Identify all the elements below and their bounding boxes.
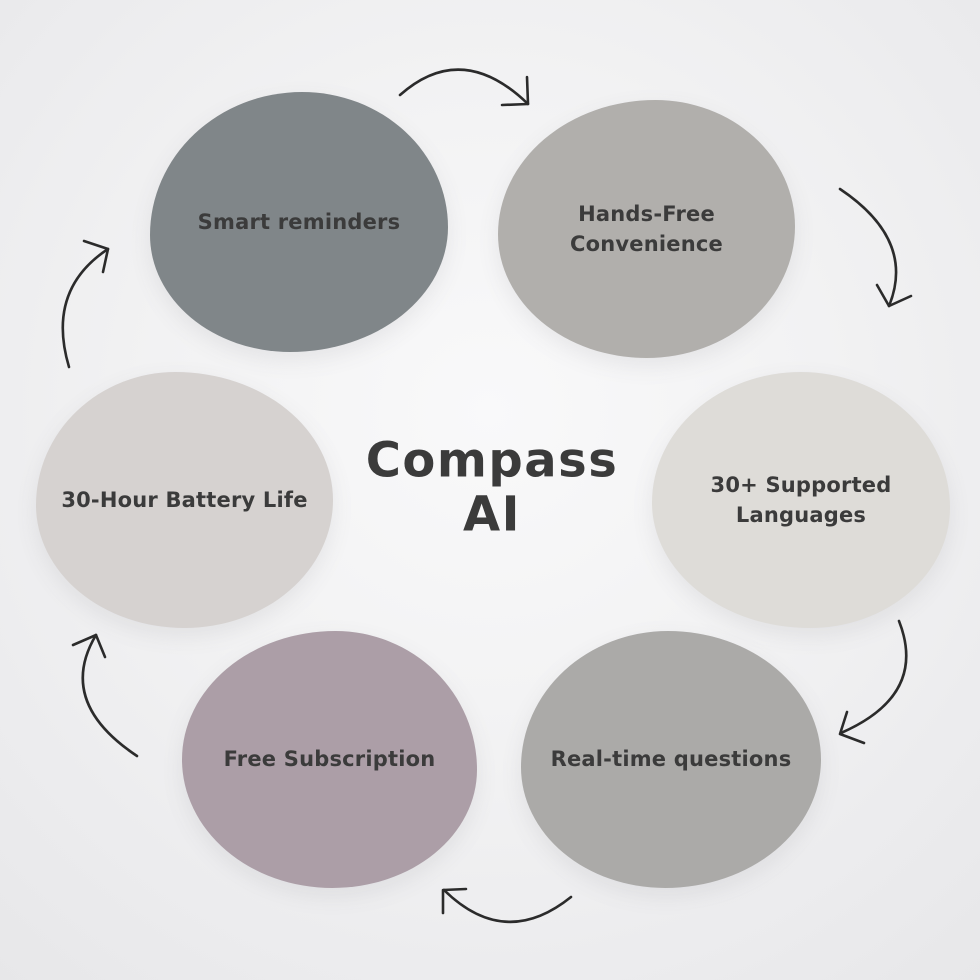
- node-label: 30-Hour Battery Life: [61, 487, 308, 512]
- node-battery-life: 30-Hour Battery Life: [36, 372, 333, 628]
- node-real-time-questions: Real-time questions: [521, 631, 821, 888]
- node-hands-free-convenience: Hands-Free Convenience: [498, 100, 795, 358]
- diagram-title: Compass AI: [365, 432, 619, 542]
- node-label: Hands-Free Convenience: [570, 201, 723, 256]
- node-label: Free Subscription: [223, 747, 436, 772]
- curved-arrow-top-icon: [398, 68, 530, 107]
- node-label: Real-time questions: [550, 747, 792, 772]
- curved-arrow-left-upper-icon: [61, 239, 110, 369]
- curved-arrow-bottom-icon: [441, 887, 573, 924]
- node-label: 30+ Supported Languages: [710, 472, 892, 527]
- node-free-subscription: Free Subscription: [182, 631, 477, 888]
- curved-arrow-left-lower-icon: [71, 633, 139, 758]
- node-supported-languages: 30+ Supported Languages: [652, 372, 950, 628]
- node-label: Smart reminders: [197, 209, 401, 234]
- node-smart-reminders: Smart reminders: [150, 92, 448, 352]
- curved-arrow-right-upper-icon: [838, 187, 913, 308]
- curved-arrow-right-lower-icon: [838, 619, 908, 745]
